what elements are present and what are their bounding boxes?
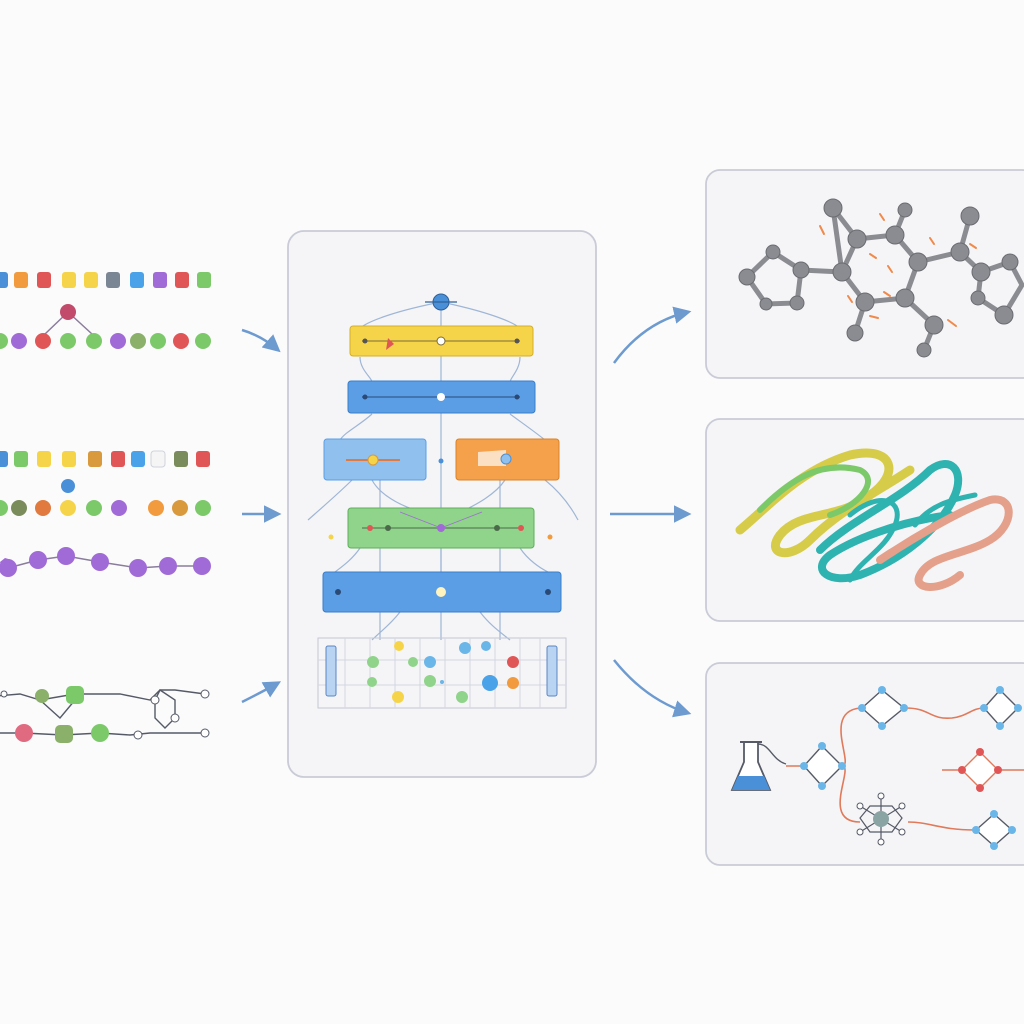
sequence-row-squares-2 [0,450,210,468]
molecule-node-dots [800,686,1022,850]
interaction-marks [819,213,977,327]
output-protein-panel [705,418,1024,622]
branch-node-2 [61,479,75,493]
embedding-grid [317,637,567,709]
arrow-to-molecule [612,306,692,364]
layer-light-blue [323,438,427,481]
molecule-atoms [738,198,1019,358]
output-arrows [610,306,692,718]
layer-yellow [349,325,534,357]
input-group-middle [0,450,211,577]
input-group-top [0,272,211,349]
red-molecule-node [958,748,1002,792]
layer-green [347,507,535,549]
output-reaction-panel [705,662,1024,866]
hexagon-chain [0,547,211,577]
flask-icon [730,741,787,791]
sequence-row-circles [0,333,211,349]
molecule-icon [856,792,906,846]
protein-ribbons [735,448,1013,591]
output-molecule-panel [705,169,1024,379]
branch-node [44,304,93,335]
layer-orange [455,438,560,481]
layer-blue [347,380,536,414]
molecule-nodes [803,688,1019,847]
input-arrows [241,328,282,704]
model-stack-panel [287,230,597,778]
arrow-to-reaction [613,659,692,718]
sequence-row-squares [0,272,211,288]
arrow-bottom-input [241,681,282,704]
layer-blue-wide [322,571,562,613]
input-group-bottom [0,686,210,743]
sequence-row-circles-2 [0,500,211,516]
arrow-top-input [241,328,281,353]
